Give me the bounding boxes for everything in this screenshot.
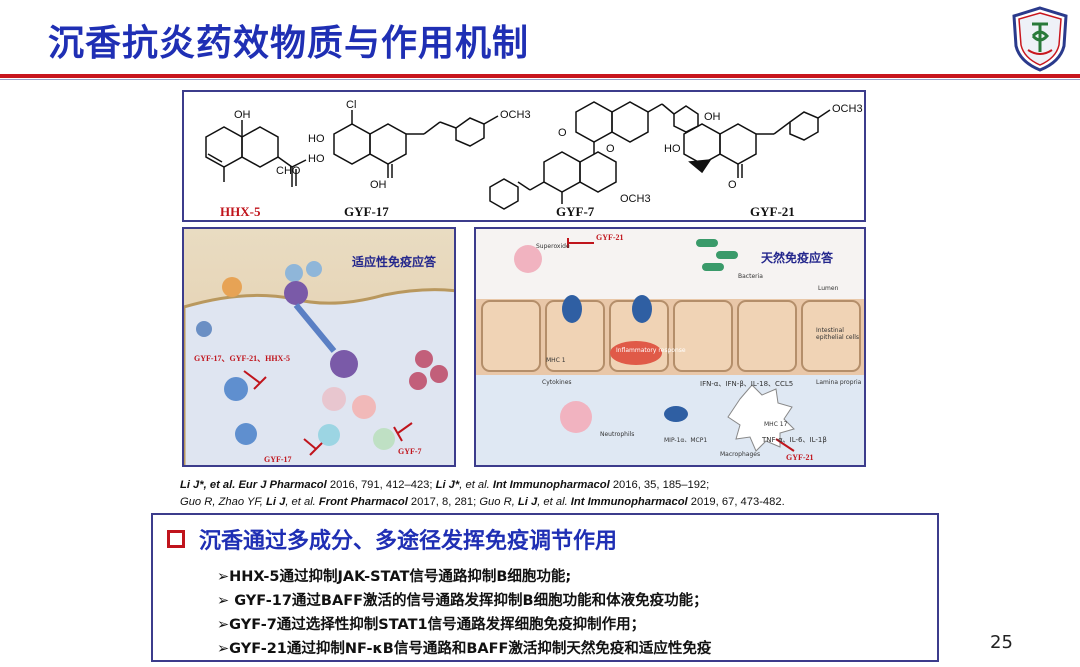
label-neutrophils: Neutrophils (600, 431, 635, 438)
label-mip: MIP-1α、MCP1 (664, 437, 708, 444)
reference-run: , et al. (285, 496, 319, 508)
reference-run: Guo R, Zhao YF, (180, 496, 267, 508)
chem-oh-gyf17: OH (370, 179, 387, 191)
chem-cl: Cl (346, 99, 356, 111)
page-number: 25 (990, 632, 1013, 653)
innate-immunity-figure: 天然免疫应答 GYF-21 GYF-21 Superoxide Bacteria… (474, 227, 866, 467)
adaptive-immunity-figure: 适应性免疫应答 GYF-17、GYF-21、HHX-5 GYF-17 GYF-7 (182, 227, 456, 467)
reference-run: , et al. (459, 479, 493, 491)
title-underline-thin (0, 79, 1080, 80)
tag-gyf17-left: GYF-17 (264, 455, 292, 464)
reference-run: Front Pharmacol (318, 496, 408, 508)
chem-och3-gyf7: OCH3 (620, 193, 651, 205)
chem-oh-gyf21: OH (704, 111, 721, 123)
reference-line: Guo R, Zhao YF, Li J, et al. Front Pharm… (180, 494, 940, 511)
summary-point: ➢HHX-5通过抑制JAK-STAT信号通路抑制B细胞功能; (217, 569, 572, 585)
adaptive-immunity-drawing (184, 261, 454, 465)
label-mhc17: MHC 17 (764, 421, 788, 428)
label-cytokines: Cytokines (542, 379, 572, 386)
reference-run: Li J (266, 496, 286, 508)
reference-run: Li J*, et al. Eur J Pharmacol (180, 479, 327, 491)
tag-gyf21-top: GYF-21 (596, 233, 624, 242)
summary-point: ➢GYF-7通过选择性抑制STAT1信号通路发挥细胞免疫抑制作用； (217, 617, 646, 633)
reference-run: 2016, 35, 185–192; (609, 479, 710, 491)
chem-ho-gyf21: HO (664, 143, 681, 155)
adaptive-immunity-title: 适应性免疫应答 (352, 255, 437, 269)
compound-label-gyf17: GYF-17 (344, 204, 389, 219)
reference-run: Li J (517, 496, 538, 508)
tag-compounds-left: GYF-17、GYF-21、HHX-5 (194, 354, 290, 363)
chem-cho: CHO (276, 165, 301, 177)
chem-ho-gyf17-a: HO (308, 133, 325, 145)
label-inflammatory: Inflammatory response (616, 347, 686, 354)
chem-och3-gyf17: OCH3 (500, 109, 531, 121)
summary-point: ➢ GYF-17通过BAFF激活的信号通路发挥抑制B细胞功能和体液免疫功能； (217, 593, 708, 609)
references: Li J*, et al. Eur J Pharmacol 2016, 791,… (180, 477, 940, 511)
chem-och3-gyf21: OCH3 (832, 103, 863, 115)
label-lumen: Lumen (818, 285, 839, 292)
label-tnf: TNF-α、IL-6、IL-1β (762, 436, 827, 444)
chemical-structures-panel: OH CHO Cl HO HO OH OCH3 O O OCH3 OH HO O… (182, 90, 866, 222)
chem-oh-hhx5: OH (234, 109, 251, 121)
reference-line: Li J*, et al. Eur J Pharmacol 2016, 791,… (180, 477, 940, 494)
label-superoxide: Superoxide (536, 243, 570, 250)
chem-ho-gyf17-b: HO (308, 153, 325, 165)
square-bullet-icon (167, 530, 185, 548)
innate-immunity-drawing (476, 238, 864, 465)
summary-heading-text: 沉香通过多成分、多途径发挥免疫调节作用 (199, 529, 618, 554)
summary-point: ➢GYF-21通过抑制NF-κB信号通路和BAFF激活抑制天然免疫和适应性免疫 (217, 641, 712, 657)
chemical-structures-drawing: OH CHO Cl HO HO OH OCH3 O O OCH3 OH HO O… (205, 99, 863, 210)
compound-label-gyf21: GYF-21 (750, 204, 795, 219)
summary-box: 沉香通过多成分、多途径发挥免疫调节作用 ➢HHX-5通过抑制JAK-STAT信号… (151, 513, 939, 662)
institution-logo-icon (1012, 6, 1068, 72)
title-underline-red (0, 74, 1080, 78)
reference-run: Int Immunopharmacol (570, 496, 688, 508)
reference-run: 2019, 67, 473-482. (687, 496, 785, 508)
label-epithelial: Intestinal epithelial cells (816, 327, 860, 341)
compound-label-hhx5: HHX-5 (220, 204, 261, 219)
tag-gyf7-left: GYF-7 (398, 447, 422, 456)
slide-title: 沉香抗炎药效物质与作用机制 (48, 23, 530, 64)
reference-run: 2017, 8, 281; (407, 496, 480, 508)
label-ifn: IFN-α、IFN-β、IL-18、CCL5 (700, 380, 794, 388)
reference-run: 2016, 791, 412–423; (326, 479, 436, 491)
innate-immunity-title: 天然免疫应答 (761, 251, 834, 265)
compound-label-gyf7: GYF-7 (556, 204, 595, 219)
reference-run: , et al. (537, 496, 571, 508)
tag-gyf21-bottom: GYF-21 (786, 453, 814, 462)
summary-heading: 沉香通过多成分、多途径发挥免疫调节作用 (167, 523, 617, 555)
chem-o-gyf7-b: O (606, 143, 615, 155)
chem-o-gyf7: O (558, 127, 567, 139)
label-macrophages: Macrophages (720, 451, 761, 458)
label-mhc1: MHC 1 (546, 357, 566, 364)
reference-run: Guo R, (479, 496, 518, 508)
chem-o-gyf21: O (728, 179, 737, 191)
reference-run: Int Immunopharmacol (492, 479, 610, 491)
label-bacteria: Bacteria (738, 273, 763, 280)
label-lamina: Lamina propria (816, 379, 862, 386)
reference-run: Li J* (435, 479, 460, 491)
